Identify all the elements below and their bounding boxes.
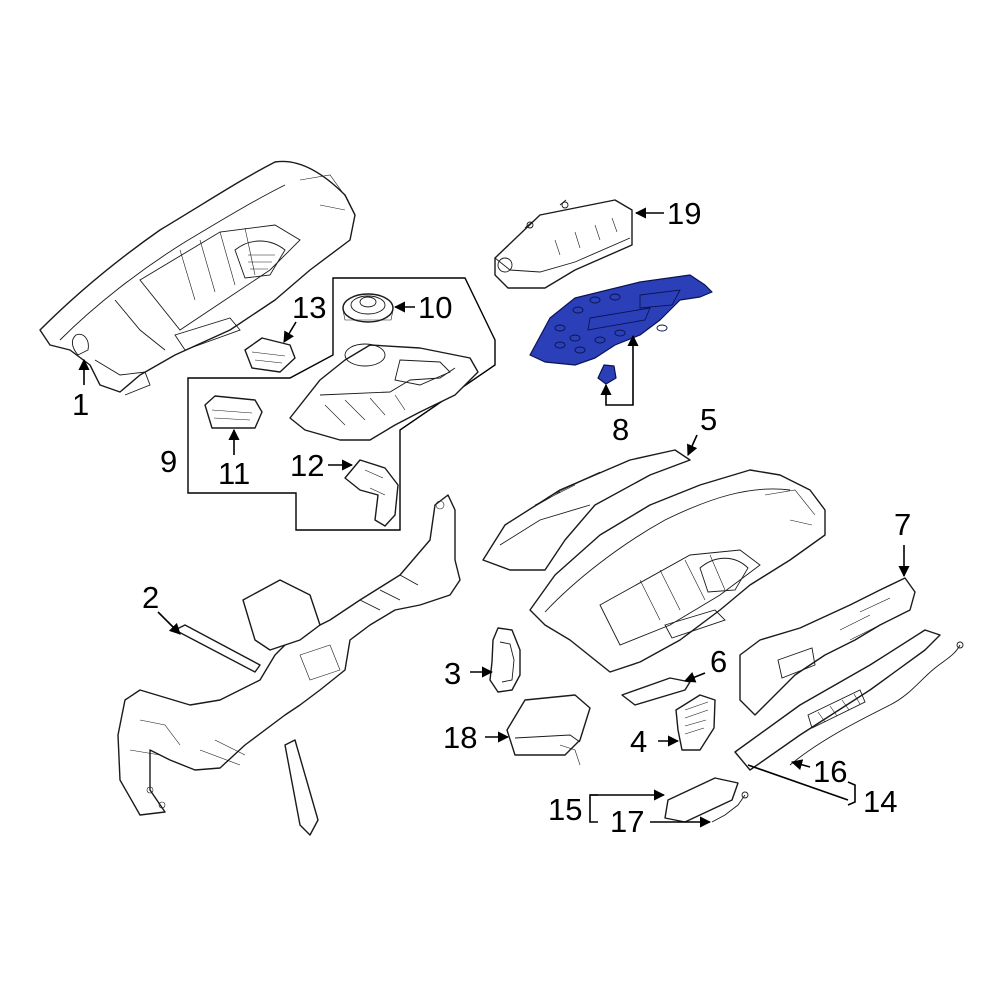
part-dashboard-assembly bbox=[529, 469, 826, 673]
callout-16-label: 16 bbox=[813, 754, 847, 789]
callout-9-label: 9 bbox=[160, 444, 177, 479]
part-11-speaker-housing bbox=[204, 395, 263, 429]
callout-9: 9 bbox=[160, 444, 177, 479]
callout-15: 15 bbox=[548, 789, 666, 827]
callout-17: 17 bbox=[610, 804, 712, 839]
part-6-trim-strip bbox=[621, 677, 691, 706]
callout-19: 19 bbox=[634, 196, 701, 231]
part-19-airbag-module bbox=[494, 199, 633, 289]
callout-12: 12 bbox=[290, 448, 354, 483]
callout-14: 14 bbox=[747, 764, 897, 819]
callout-13-label: 13 bbox=[292, 290, 326, 325]
part-1-dashboard-panel bbox=[39, 160, 356, 396]
part-5-dash-pad bbox=[482, 449, 691, 571]
callout-3-label: 3 bbox=[444, 656, 461, 691]
part-15-knee-airbag bbox=[664, 777, 739, 823]
callout-18: 18 bbox=[443, 720, 510, 755]
callout-11-label: 11 bbox=[218, 456, 250, 491]
callout-16: 16 bbox=[790, 754, 847, 789]
part-14-lower-trim bbox=[734, 629, 941, 771]
callout-4-label: 4 bbox=[630, 724, 647, 759]
part-2-cross-car-beam bbox=[117, 494, 461, 836]
callout-6-label: 6 bbox=[710, 644, 727, 679]
group-9-box bbox=[187, 277, 496, 531]
part-9-console-carrier bbox=[289, 343, 479, 441]
part-12-bracket bbox=[344, 459, 399, 527]
callout-7-label: 7 bbox=[894, 507, 911, 542]
callout-1: 1 bbox=[72, 358, 90, 422]
part-16-wire-harness bbox=[789, 641, 964, 766]
callout-11: 11 bbox=[218, 428, 250, 491]
callout-10-label: 10 bbox=[418, 290, 452, 325]
callout-5: 5 bbox=[687, 402, 717, 457]
part-18-module bbox=[506, 694, 591, 766]
part-17-connector bbox=[711, 791, 749, 823]
part-10-speaker bbox=[342, 293, 394, 323]
callout-19-label: 19 bbox=[667, 196, 701, 231]
part-7-trim-panel bbox=[739, 577, 916, 716]
callout-15-label: 15 bbox=[548, 792, 582, 827]
callout-7: 7 bbox=[894, 507, 911, 578]
callout-8-label: 8 bbox=[612, 412, 629, 447]
callout-10: 10 bbox=[393, 290, 452, 325]
callout-2: 2 bbox=[142, 580, 181, 635]
part-8-airbag-carrier bbox=[529, 274, 713, 385]
callout-1-label: 1 bbox=[72, 387, 89, 422]
callout-4: 4 bbox=[630, 724, 680, 759]
callout-6: 6 bbox=[683, 644, 727, 683]
callout-13: 13 bbox=[283, 290, 326, 343]
callout-18-label: 18 bbox=[443, 720, 477, 755]
callout-3: 3 bbox=[444, 656, 494, 691]
part-13-speaker-grille bbox=[244, 337, 296, 373]
callout-12-label: 12 bbox=[290, 448, 324, 483]
part-3-trim-bezel bbox=[489, 627, 521, 693]
callout-14-label: 14 bbox=[863, 784, 897, 819]
callout-17-label: 17 bbox=[610, 804, 644, 839]
callout-5-label: 5 bbox=[700, 402, 717, 437]
callout-8: 8 bbox=[600, 334, 639, 447]
part-4-vent bbox=[675, 694, 716, 751]
callout-2-label: 2 bbox=[142, 580, 159, 615]
